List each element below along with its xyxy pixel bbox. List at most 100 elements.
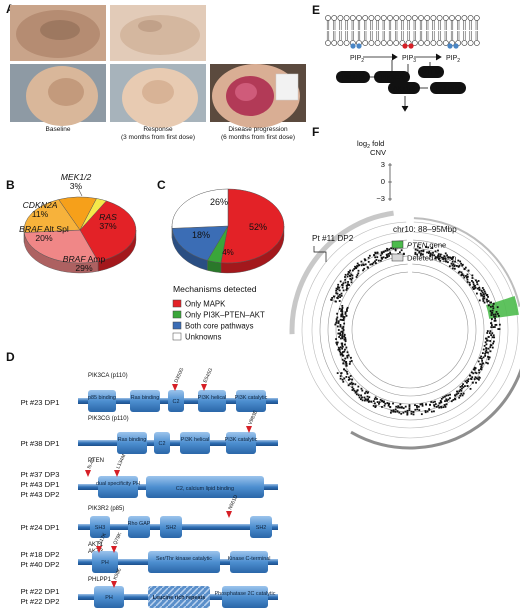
patient-pointer [313,246,327,262]
cnv-point [335,320,338,322]
cnv-point [467,380,469,383]
cnv-point [344,357,347,360]
cnv-point [482,356,485,359]
cnv-point [461,394,464,397]
cnv-point [384,256,387,259]
pie-chart-c: 52%4%18%26% [171,188,285,274]
cnv-point [471,280,473,282]
cnv-point [372,404,375,407]
cnv-point [476,377,478,380]
cnv-point [355,276,358,278]
domain: Leucine rich repeats [148,586,210,608]
lipid-head [399,15,406,21]
lipid-head [467,15,474,21]
cnv-point [361,389,364,392]
cnv-point [341,327,344,330]
cnv-point [351,378,354,381]
cnv-point [361,396,363,399]
cnv-point [445,399,448,402]
cnv-point [476,283,479,286]
cnv-point [339,325,342,328]
cnv-point [343,350,346,353]
cnv-point [343,333,346,336]
cnv-point [337,348,340,351]
cnv-point [349,269,352,272]
cnv-point [364,263,367,266]
slice-value: 3% [70,181,83,191]
cnv-point [431,247,434,250]
cnv-point [438,257,441,260]
cnv-point [416,406,418,409]
lipid-phosphate [350,43,356,49]
domain: SH2 [160,516,182,538]
cnv-point [461,263,464,266]
track-ring [311,231,509,429]
lipid-tail [469,31,472,40]
tick-label: −3 [376,194,385,203]
row-pik3r2: PIK3R2 (p85) Pt #24 DP1 SH3 Rho GAP SH2 … [21,494,278,538]
cnv-point [426,251,428,254]
cnv-point [479,363,482,366]
cnv-point [471,277,474,279]
patient-label: Pt #22 DP2 [21,597,60,606]
cnv-point [485,361,488,364]
cnv-point [381,257,384,260]
cnv-point [486,339,489,342]
lipid-tail [450,20,454,30]
cnv-point [354,383,357,386]
patient-label: Pt #40 DP2 [21,560,60,569]
lipid-tail [370,31,373,40]
cnv-point [475,381,477,384]
lipid-tail [395,31,398,40]
cnv-point [342,362,345,365]
cnv-point [350,273,353,276]
cnv-point [492,313,495,316]
domain: Phosphatase 2C catalytic [215,586,276,608]
domain: SH2 [250,516,272,538]
cnv-point [486,330,489,332]
cnv-point [356,389,359,392]
cnv-point [381,399,384,402]
cnv-point [443,255,446,258]
cnv-point [336,372,339,375]
cnv-point [341,378,344,381]
cnv-point [473,366,476,369]
cnv-point [408,404,411,407]
cnv-point [375,262,377,265]
node-label: PTEN [422,70,440,77]
cnv-point [406,411,409,414]
cnv-point [353,389,356,392]
cnv-point [457,392,460,395]
cnv-point [481,360,484,362]
lipid-tail [339,31,342,40]
cnv-point [343,343,346,346]
cnv-point [348,376,350,379]
cnv-point [442,258,444,260]
slice-value: 29% [75,263,93,273]
cnv-point [447,398,450,401]
cnv-point [476,281,478,283]
cnv-point [334,323,337,326]
cnv-point [346,275,349,278]
lipid-head [368,40,375,46]
cnv-point [339,323,342,326]
cnv-point [382,250,385,253]
cnv-point [425,403,428,406]
cnv-point [350,360,353,362]
lipid-phosphate [402,43,408,49]
lipid-tail [395,20,398,30]
domain: Ras binding [117,432,147,454]
slice-value: 37% [99,221,117,231]
cnv-point [357,394,360,397]
cnv-point [497,328,500,330]
lipid-phosphate [447,43,453,49]
cnv-point [443,395,446,398]
lipid-tail [364,20,367,30]
cnv-point [445,398,448,401]
cnv-point [357,272,360,275]
domain-label: Ras binding [118,437,146,443]
cnv-point [377,259,380,262]
cnv-point [345,376,348,378]
cnv-point [343,368,345,371]
domain: p85 binding [88,390,116,412]
